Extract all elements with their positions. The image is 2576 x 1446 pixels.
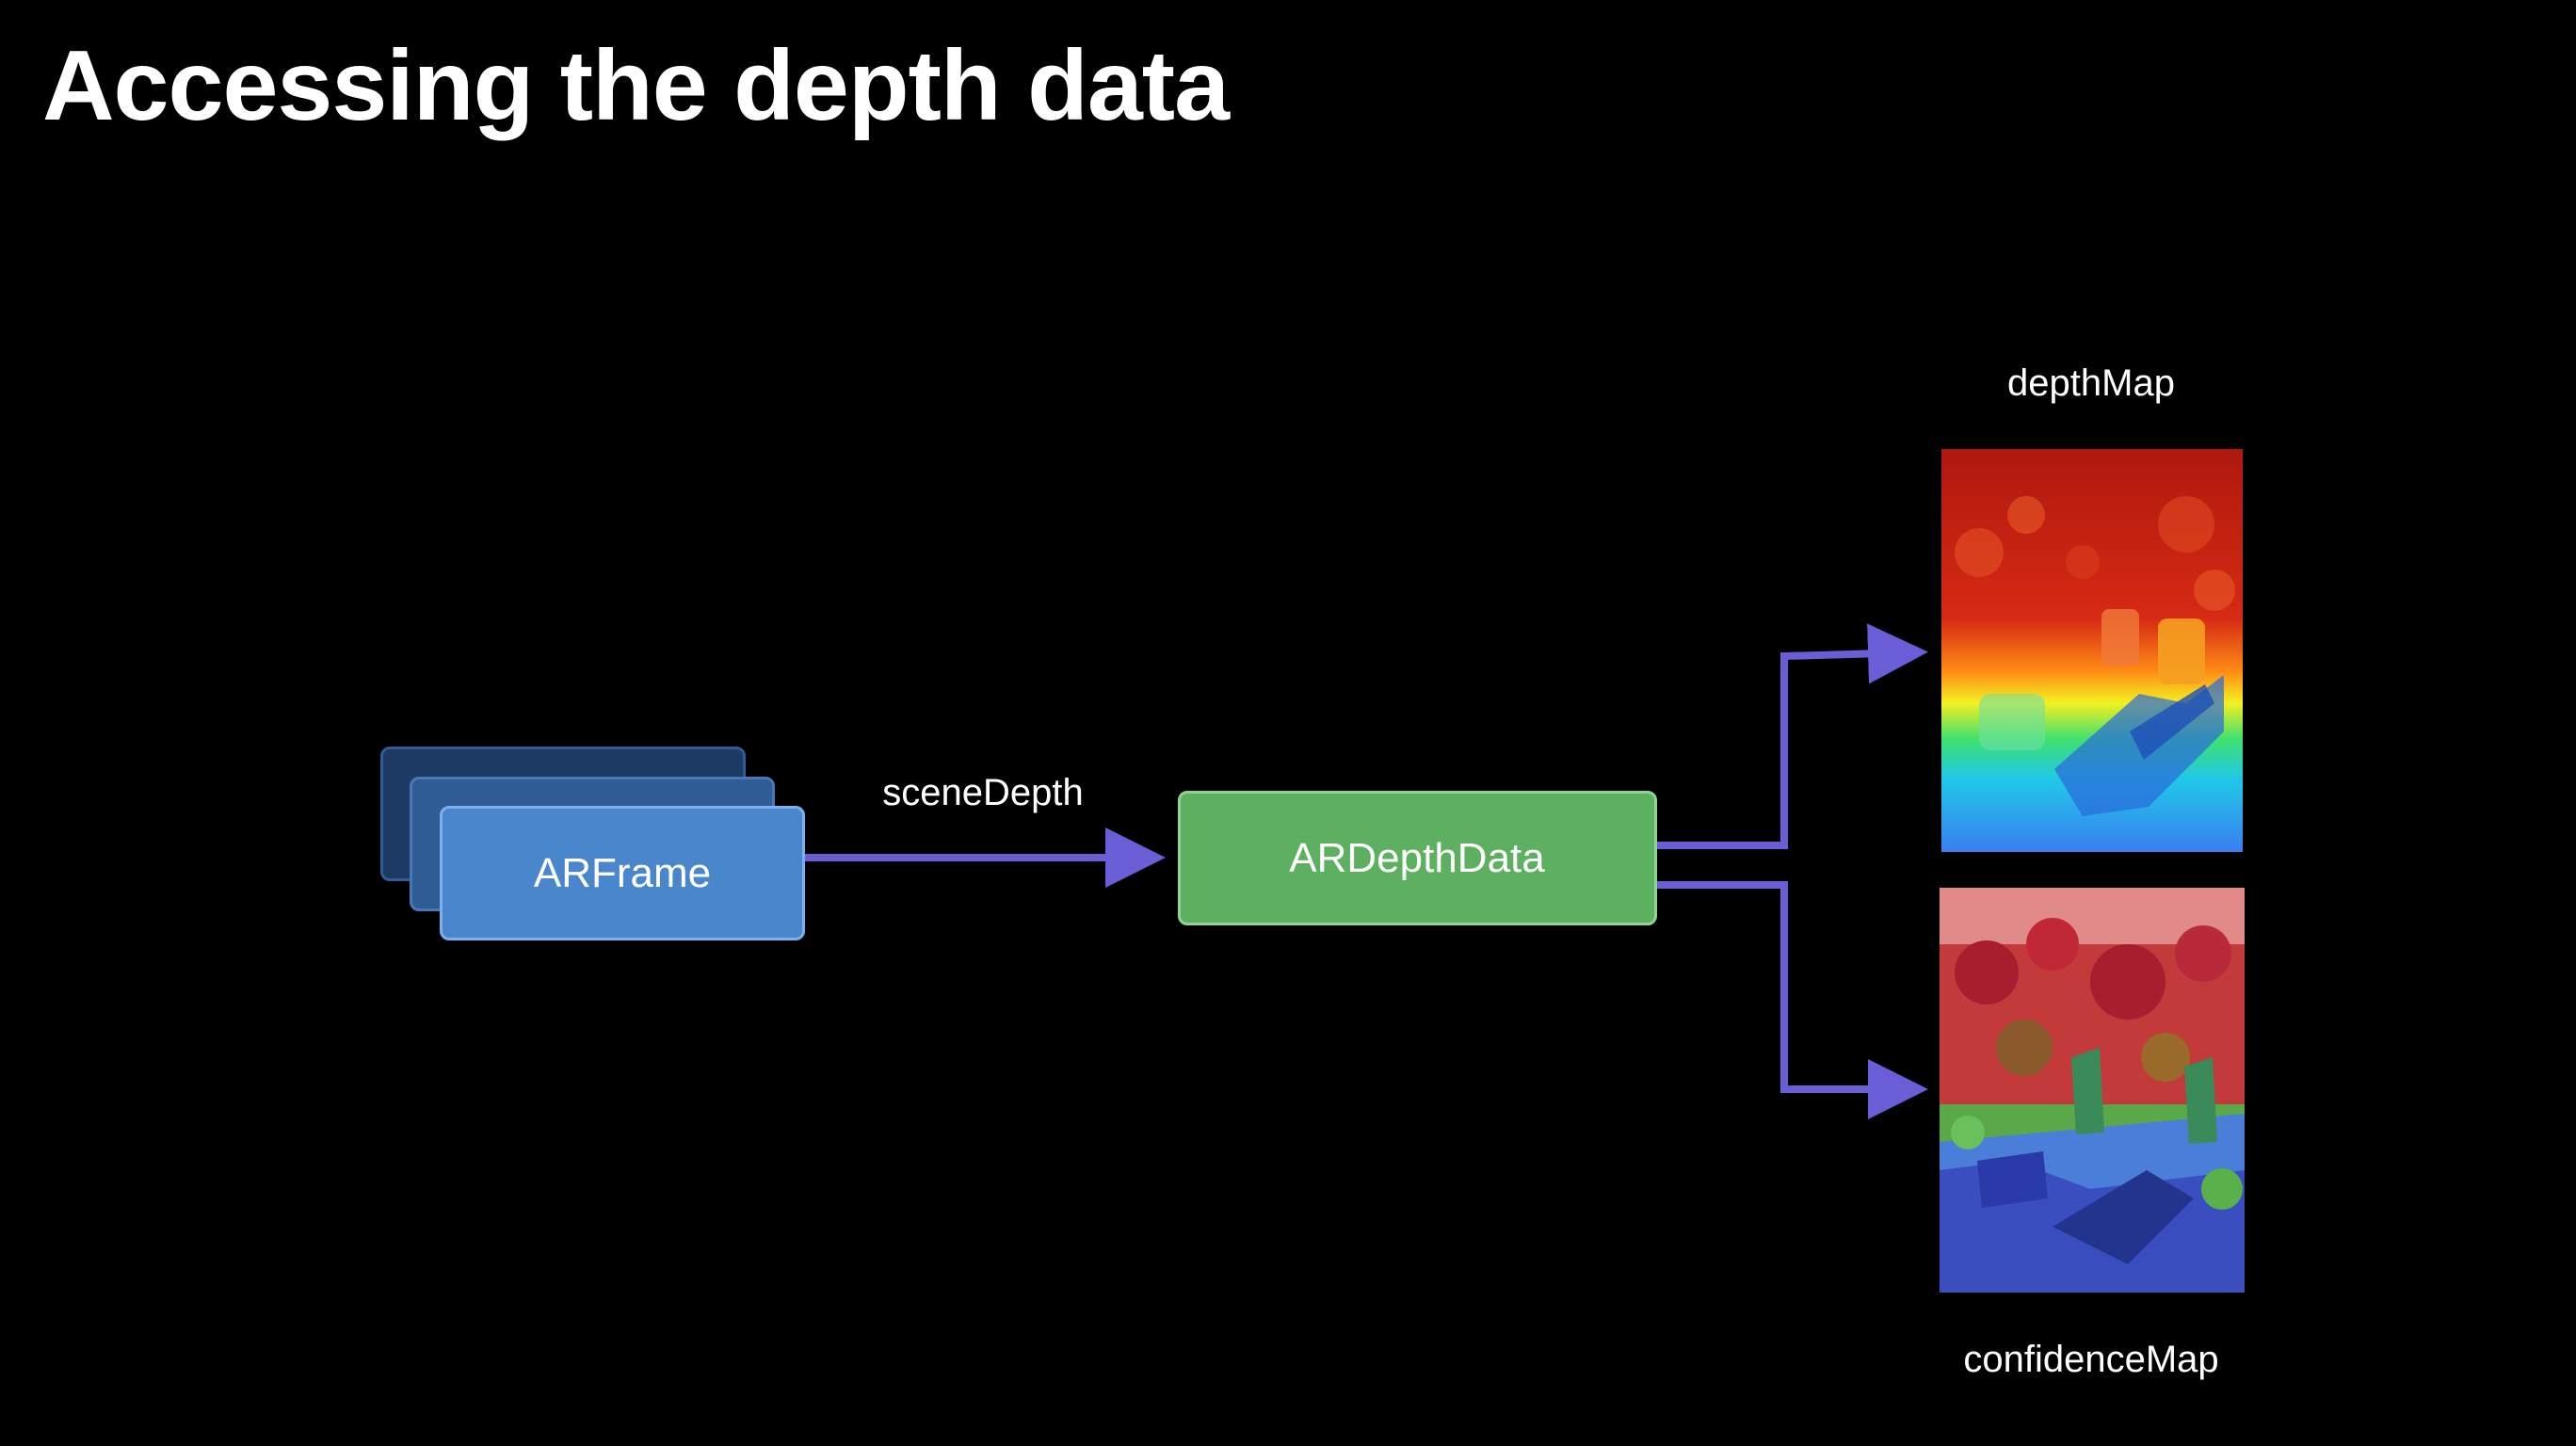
- arframe-label: ARFrame: [533, 850, 712, 896]
- scene-depth-label: sceneDepth: [882, 772, 1084, 813]
- confidence-map-label: confidenceMap: [1963, 1339, 2219, 1380]
- ardepthdata-box: [1178, 791, 1657, 925]
- arrow-to-depth-map: [1657, 623, 1928, 849]
- depth-map-image: [1941, 449, 2243, 852]
- ardepthdata-label: ARDepthData: [1289, 835, 1545, 881]
- arframe-box: [440, 806, 805, 940]
- confidence-map-image: [1940, 888, 2245, 1293]
- depth-map-label: depthMap: [2007, 362, 2175, 404]
- arrow-to-confidence-map: [1657, 881, 1928, 1119]
- page-title: Accessing the depth data: [42, 30, 1230, 141]
